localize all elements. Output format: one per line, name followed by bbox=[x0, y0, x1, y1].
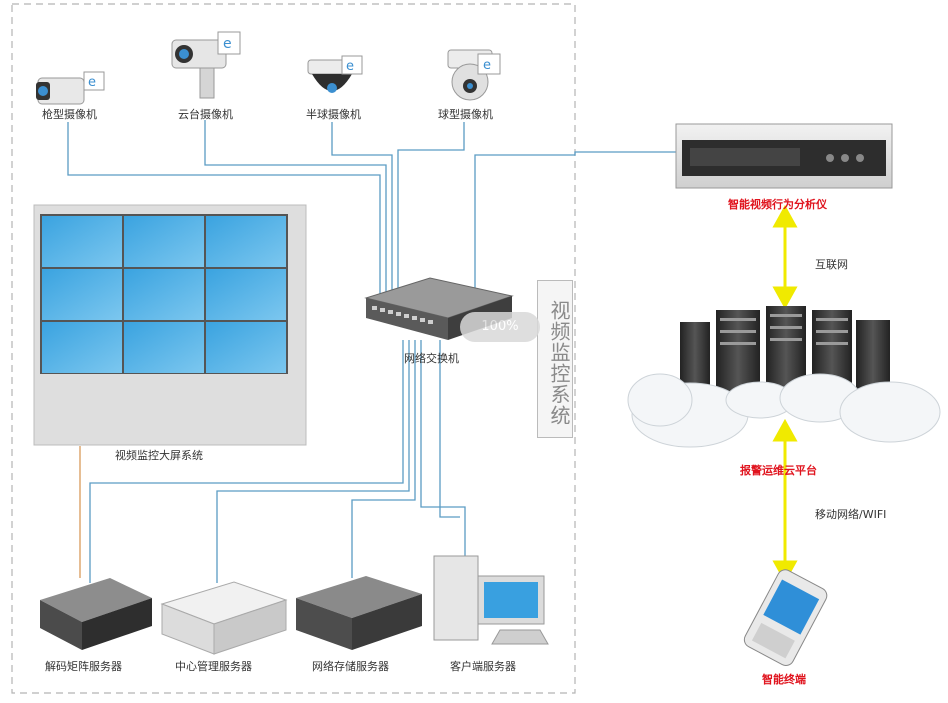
video-wall-tile bbox=[42, 269, 122, 320]
videowall-label: 视频监控大屏系统 bbox=[115, 449, 203, 462]
video-wall-tile bbox=[42, 216, 122, 267]
system-boundary bbox=[11, 3, 576, 694]
central-server-label: 中心管理服务器 bbox=[175, 660, 252, 673]
cloud-platform-icon bbox=[627, 306, 941, 448]
terminal-label: 智能终端 bbox=[762, 673, 806, 686]
connection-lines bbox=[67, 120, 676, 583]
zoom-indicator: 100% bbox=[460, 312, 540, 342]
svg-text:e: e bbox=[223, 36, 232, 52]
smart-terminal-icon bbox=[743, 569, 828, 666]
svg-text:e: e bbox=[88, 75, 96, 90]
cloud-label: 报警运维云平台 bbox=[740, 464, 817, 477]
mobile-link-arrow bbox=[772, 418, 798, 584]
video-wall-tile bbox=[206, 216, 286, 267]
video-wall-tile bbox=[206, 322, 286, 373]
system-title: 视频监控系统 bbox=[537, 280, 573, 438]
gun-camera-label: 枪型摄像机 bbox=[42, 108, 97, 121]
decoder-server-label: 解码矩阵服务器 bbox=[45, 660, 122, 673]
half-dome-camera-label: 半球摄像机 bbox=[306, 108, 361, 121]
switch-label: 网络交换机 bbox=[404, 352, 459, 365]
ball-camera-icon: e bbox=[447, 49, 501, 101]
mobile-network-label: 移动网络/WIFI bbox=[815, 508, 887, 521]
storage-server-icon bbox=[296, 576, 422, 650]
analyzer-device-icon bbox=[675, 123, 893, 189]
client-server-icon bbox=[433, 555, 549, 645]
svg-text:e: e bbox=[483, 58, 491, 73]
gun-camera-icon: e bbox=[36, 71, 105, 105]
central-server-icon bbox=[160, 581, 288, 655]
svg-text:e: e bbox=[346, 59, 354, 74]
internet-label: 互联网 bbox=[815, 258, 848, 271]
video-wall-tile bbox=[124, 322, 204, 373]
decoder-server-icon bbox=[40, 578, 152, 650]
analyzer-label: 智能视频行为分析仪 bbox=[728, 198, 827, 211]
ptz-camera-label: 云台摄像机 bbox=[178, 108, 233, 121]
half-dome-camera-icon: e bbox=[307, 55, 363, 93]
ptz-camera-icon: e bbox=[171, 31, 241, 99]
video-wall bbox=[33, 204, 307, 446]
video-wall-tile bbox=[124, 269, 204, 320]
video-wall-tile bbox=[42, 322, 122, 373]
ball-camera-label: 球型摄像机 bbox=[438, 108, 493, 121]
client-server-label: 客户端服务器 bbox=[450, 660, 516, 673]
internet-link-arrow bbox=[772, 204, 798, 310]
storage-server-label: 网络存储服务器 bbox=[312, 660, 389, 673]
video-wall-tile bbox=[124, 216, 204, 267]
video-wall-tile bbox=[206, 269, 286, 320]
